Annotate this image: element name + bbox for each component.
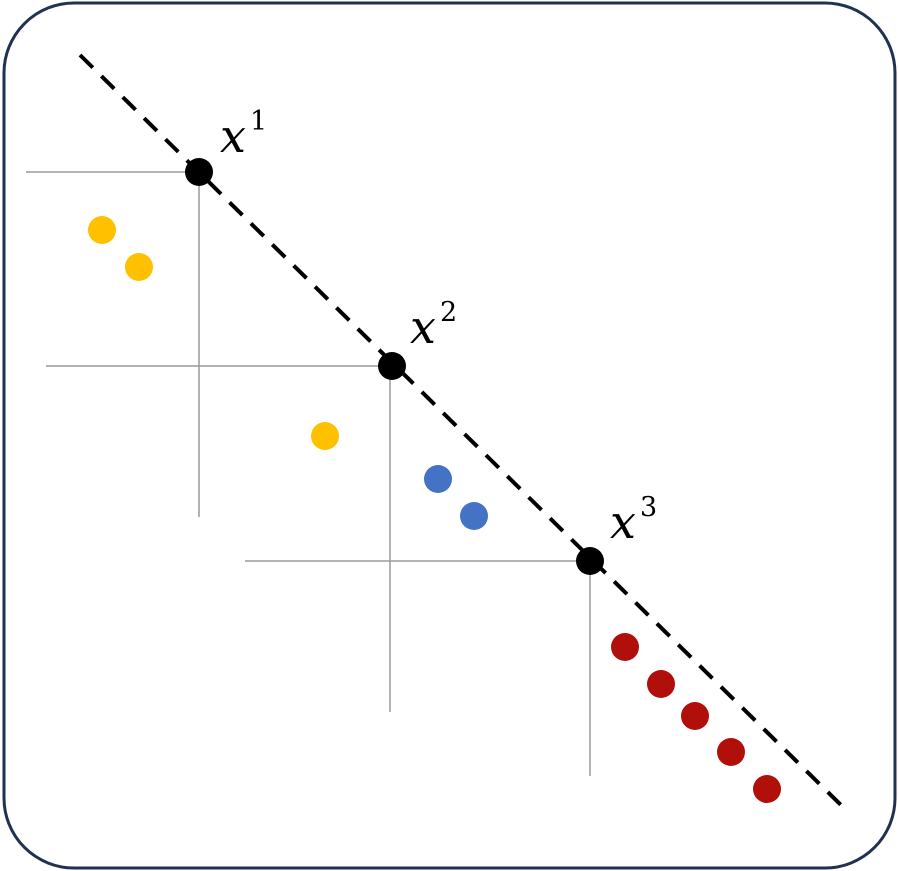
key-point-x3 bbox=[576, 547, 604, 575]
red-point bbox=[681, 702, 709, 730]
yellow-point bbox=[311, 422, 339, 450]
label-x2-base: x bbox=[410, 300, 436, 354]
yellow-points bbox=[88, 216, 339, 450]
yellow-point bbox=[88, 216, 116, 244]
red-point bbox=[753, 775, 781, 803]
blue-point bbox=[424, 465, 452, 493]
red-point bbox=[611, 633, 639, 661]
key-point-x1 bbox=[185, 158, 213, 186]
label-x3-sup: 3 bbox=[640, 492, 657, 523]
key-point-x2 bbox=[378, 352, 406, 380]
red-point bbox=[717, 738, 745, 766]
label-x1-base: x bbox=[220, 109, 246, 163]
red-point bbox=[647, 670, 675, 698]
key-points bbox=[185, 158, 604, 575]
label-x2-sup: 2 bbox=[440, 297, 457, 328]
blue-points bbox=[424, 465, 488, 530]
yellow-point bbox=[125, 253, 153, 281]
red-points bbox=[611, 633, 781, 803]
label-x1-sup: 1 bbox=[250, 106, 267, 137]
label-x3-base: x bbox=[610, 495, 636, 549]
guide-lines bbox=[26, 171, 591, 776]
blue-point bbox=[460, 502, 488, 530]
